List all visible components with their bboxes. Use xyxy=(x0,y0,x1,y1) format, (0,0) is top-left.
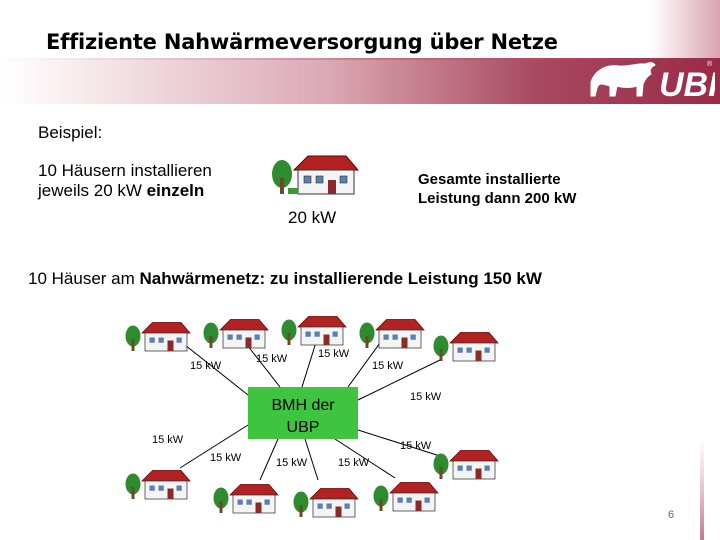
house-icon xyxy=(293,488,359,518)
link-line xyxy=(179,424,249,469)
link-line xyxy=(334,438,396,479)
link-power-label: 15 kW xyxy=(210,452,242,464)
single-install-text: jeweils 20 kW xyxy=(38,181,147,200)
link-line xyxy=(304,438,319,481)
page-number: 6 xyxy=(668,509,675,521)
single-install-line2: jeweils 20 kW einzeln xyxy=(38,181,204,201)
link-power-label: 15 kW xyxy=(410,391,442,403)
house-icon xyxy=(213,484,279,514)
link-power-label: 15 kW xyxy=(318,348,350,360)
total-power-text: Gesamte installierte Leistung dann 200 k… xyxy=(418,170,576,208)
link-power-label: 15 kW xyxy=(256,353,288,365)
house-icon xyxy=(203,319,269,349)
link-power-label: 15 kW xyxy=(276,457,308,469)
link-line xyxy=(179,340,249,396)
single-power-label: 20 kW xyxy=(288,208,337,227)
network-heading: 10 Häuser am Nahwärmenetz: zu installier… xyxy=(28,269,542,289)
ubp-logo: UBP ® xyxy=(590,60,715,104)
bull-icon xyxy=(590,62,656,97)
house-icon xyxy=(125,322,191,352)
banner-line xyxy=(0,58,720,60)
link-line xyxy=(357,429,441,457)
link-power-label: 15 kW xyxy=(372,360,404,372)
house-icon xyxy=(359,319,425,349)
link-line xyxy=(259,438,279,481)
link-power-label: 15 kW xyxy=(190,360,222,372)
total-line1: Gesamte installierte xyxy=(418,171,561,188)
house-icon xyxy=(433,450,499,480)
corner-decoration xyxy=(650,0,720,58)
house-icon xyxy=(433,332,499,362)
svg-text:®: ® xyxy=(707,60,713,68)
house-icon xyxy=(125,470,191,500)
slide-title: Effiziente Nahwärmeversorgung über Netze xyxy=(46,30,558,54)
central-heating-label: BMH der UBP xyxy=(248,395,358,439)
single-install-line1: 10 Häusern installieren xyxy=(38,161,212,180)
example-heading: Beispiel: xyxy=(38,123,103,142)
central-label-line2: UBP xyxy=(286,419,320,436)
house-icon xyxy=(373,482,439,512)
central-heating-plant xyxy=(248,387,358,439)
house-icon xyxy=(281,316,347,346)
house-icon xyxy=(272,155,360,195)
single-install-bold: einzeln xyxy=(146,181,205,200)
network-bold: Nahwärmenetz: zu installierende Leistung… xyxy=(139,269,542,288)
link-power-label: 15 kW xyxy=(400,440,432,452)
link-line xyxy=(357,359,441,401)
logo-text: UBP xyxy=(659,66,715,104)
network-text: 10 Häuser am xyxy=(28,269,140,288)
central-label-line1: BMH der xyxy=(271,397,335,414)
link-power-label: 15 kW xyxy=(338,457,370,469)
link-power-label: 15 kW xyxy=(152,434,184,446)
page-decoration xyxy=(700,440,704,540)
total-line2: Leistung dann 200 kW xyxy=(418,190,577,207)
